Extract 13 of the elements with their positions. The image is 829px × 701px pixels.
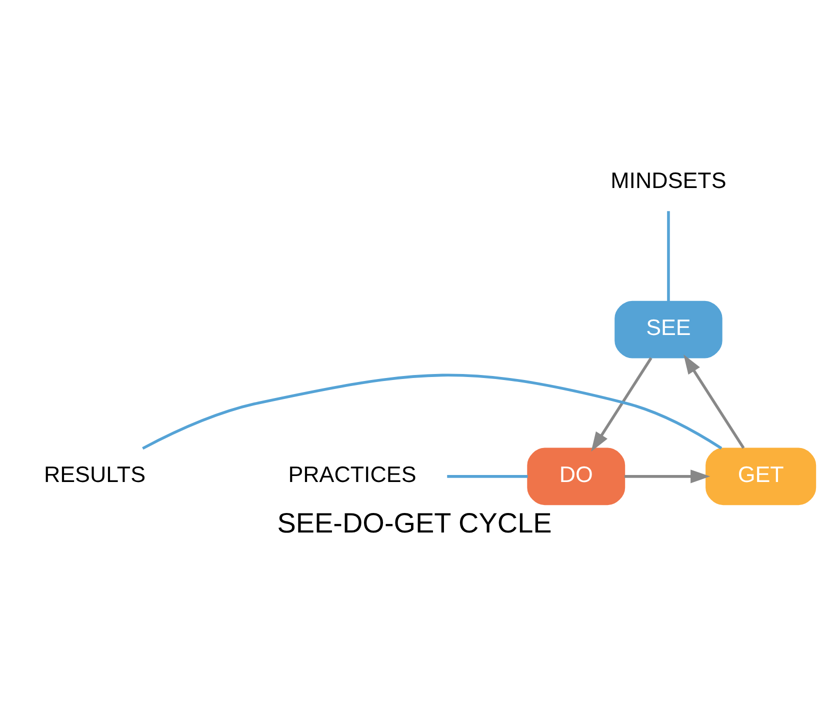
arrow: [591, 357, 652, 452]
node-text: PRACTICES: [288, 462, 416, 487]
connector: [667, 211, 670, 302]
caption: SEE-DO-GET CYCLE: [277, 507, 552, 538]
arrow: [684, 354, 745, 449]
connector: [142, 374, 722, 450]
node-text: RESULTS: [44, 462, 146, 487]
node-text: MINDSETS: [610, 168, 726, 193]
connector: [447, 475, 528, 478]
node-box: GET: [706, 448, 816, 506]
node-box: SEE: [614, 300, 722, 358]
node-box: DO: [527, 448, 626, 506]
arrow: [624, 470, 710, 484]
